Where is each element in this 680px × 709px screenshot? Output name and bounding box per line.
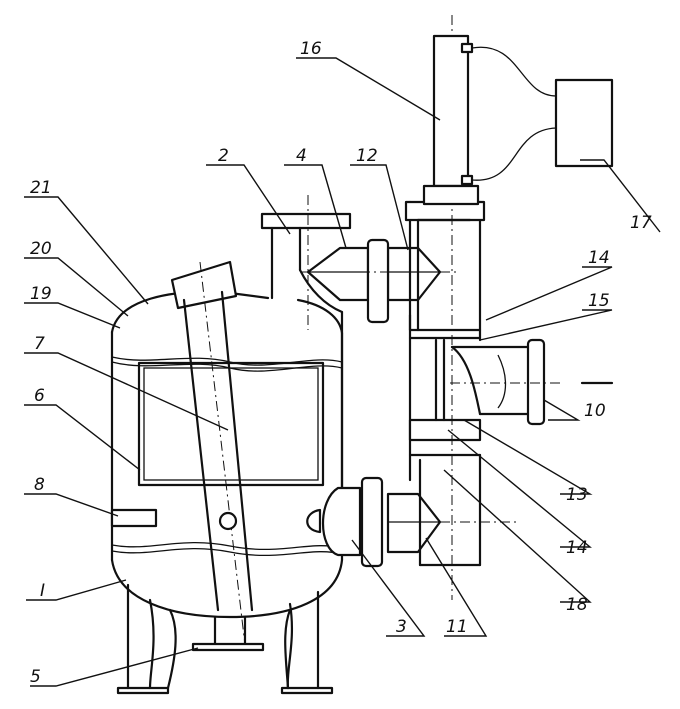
- label-19: 19: [30, 284, 52, 304]
- label-10: 10: [584, 401, 606, 421]
- connector-housing: [298, 268, 412, 492]
- control-unit: [471, 46, 614, 181]
- sight-port-1: [218, 511, 238, 531]
- side-nozzle: [110, 508, 158, 528]
- leader-lines: [24, 57, 661, 687]
- label-7: 7: [34, 334, 45, 354]
- label-3: 3: [396, 617, 407, 637]
- label-11: 11: [446, 617, 468, 637]
- label-14-bottom: 14: [566, 538, 588, 558]
- label-18: 18: [566, 595, 588, 615]
- label-8: 8: [34, 475, 45, 495]
- label-6: 6: [34, 386, 45, 406]
- label-15: 15: [588, 291, 610, 311]
- sight-port-2: [306, 508, 322, 534]
- label-2: 2: [218, 146, 229, 166]
- label-12: 12: [356, 146, 378, 166]
- lower-cones: [321, 476, 520, 568]
- label-17: 17: [630, 213, 652, 233]
- inclined-pipe: [170, 260, 254, 646]
- label-13: 13: [566, 485, 588, 505]
- label-4: 4: [296, 146, 307, 166]
- label-14-top: 14: [588, 248, 610, 268]
- drain-nozzle: [191, 615, 265, 652]
- upper-cones: [300, 238, 460, 324]
- drive-rod: [422, 34, 480, 206]
- vessel-legs: [116, 583, 334, 695]
- outlet-nozzle: [450, 338, 614, 426]
- label-16: 16: [300, 39, 322, 59]
- inner-frame: [137, 361, 325, 487]
- label-5: 5: [30, 667, 41, 687]
- label-20: 20: [30, 239, 52, 259]
- label-21: 21: [30, 178, 52, 198]
- label-1: I: [40, 581, 45, 601]
